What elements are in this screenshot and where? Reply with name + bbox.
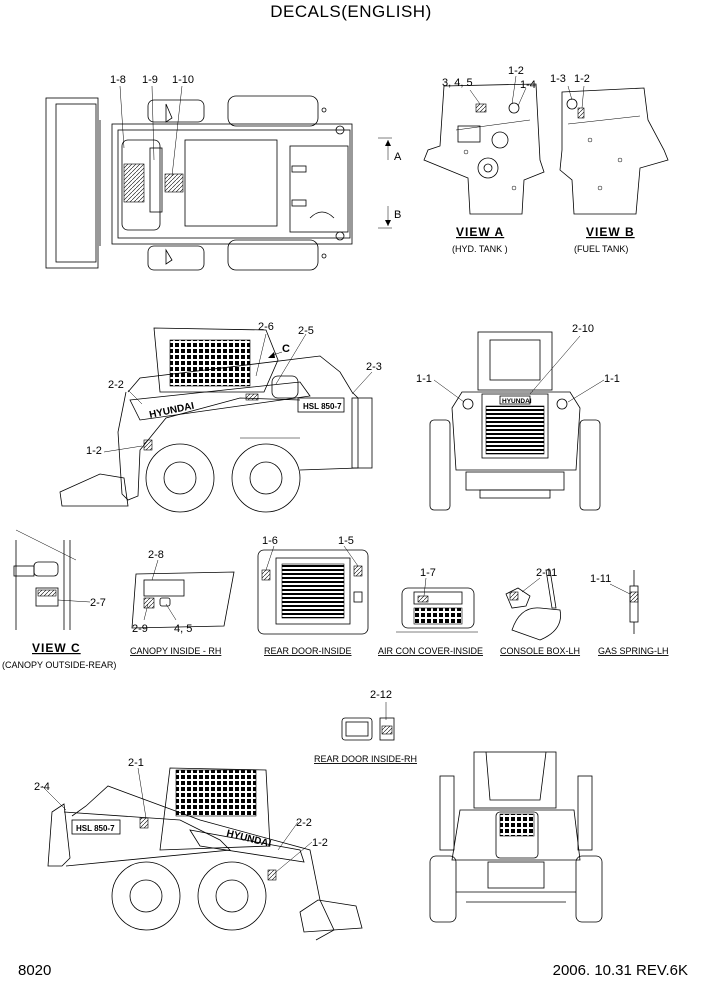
top-view: 1-8 1-9 1-10 A B: [45, 74, 402, 271]
label-2-2-lh: 2-2: [296, 817, 312, 829]
view-c-caption: (CANOPY OUTSIDE-REAR): [2, 660, 116, 670]
label-1-10: 1-10: [172, 74, 194, 86]
label-1-8: 1-8: [110, 74, 126, 86]
view-a-caption: (HYD. TANK ): [452, 244, 508, 254]
side-view-rh: HYUNDAI HSL 850-7 2-6 2-5 2-3 2-2 1-2 C: [59, 321, 382, 513]
label-1-2-lh: 1-2: [312, 837, 328, 849]
label-1-6: 1-6: [262, 535, 278, 547]
model-badge-lh: HSL 850-7: [76, 824, 115, 833]
view-c: 2-7 VIEW C (CANOPY OUTSIDE-REAR): [2, 529, 116, 670]
label-1-7: 1-7: [420, 567, 436, 579]
rear-door-inside-caption: REAR DOOR-INSIDE: [264, 646, 352, 656]
console-box-lh: 2-11 CONSOLE BOX-LH: [500, 567, 580, 656]
gas-spring-lh: 1-11 GAS SPRING-LH: [590, 570, 669, 656]
canopy-inside-caption: CANOPY INSIDE - RH: [130, 646, 221, 656]
label-3-4-5: 3, 4, 5: [442, 77, 473, 89]
brand-hyundai-rear: HYUNDAI: [502, 398, 532, 405]
console-box-caption: CONSOLE BOX-LH: [500, 646, 580, 656]
label-1-9: 1-9: [142, 74, 158, 86]
label-2-11: 2-11: [536, 567, 557, 579]
label-1-4: 1-4: [520, 79, 536, 91]
label-2-7: 2-7: [90, 597, 106, 609]
rear-door-inside: 1-6 1-5 REAR DOOR-INSIDE: [257, 535, 369, 656]
front-view: [429, 751, 603, 923]
view-mark-c: C: [282, 343, 290, 355]
rear-door-inside-rh: 2-12 REAR DOOR INSIDE-RH: [314, 689, 417, 764]
label-1-11: 1-11: [590, 573, 611, 585]
model-badge-rh: HSL 850-7: [303, 402, 342, 411]
side-view-lh: HYUNDAI HSL 850-7 2-1 2-4 2-2 1-2: [34, 757, 363, 941]
view-b-title: VIEW B: [586, 225, 635, 239]
aircon-cover-inside: 1-7 AIR CON COVER-INSIDE: [378, 567, 483, 656]
aircon-cover-caption: AIR CON COVER-INSIDE: [378, 646, 483, 656]
label-2-8: 2-8: [148, 549, 164, 561]
label-1-1-left: 1-1: [416, 373, 432, 385]
label-2-2-rh: 2-2: [108, 379, 124, 391]
label-2-4: 2-4: [34, 781, 50, 793]
label-2-1: 2-1: [128, 757, 144, 769]
date-revision: 2006. 10.31 REV.6K: [552, 962, 688, 979]
view-a: 3, 4, 5 1-2 1-4 VIEW A (HYD. TANK ): [423, 65, 545, 254]
label-2-9: 2-9: [132, 623, 148, 635]
brand-hyundai-rh: HYUNDAI: [148, 401, 195, 421]
label-1-2-b: 1-2: [574, 73, 590, 85]
page-number: 8020: [18, 962, 52, 979]
view-c-title: VIEW C: [32, 641, 81, 655]
label-1-3: 1-3: [550, 73, 566, 85]
label-2-3: 2-3: [366, 361, 382, 373]
view-a-title: VIEW A: [456, 225, 504, 239]
rear-view: HYUNDAI 2-10 1-1 1-1: [416, 323, 620, 511]
label-1-5: 1-5: [338, 535, 354, 547]
view-b-caption: (FUEL TANK): [574, 244, 628, 254]
label-2-10: 2-10: [572, 323, 594, 335]
label-2-12: 2-12: [370, 689, 392, 701]
view-b: 1-3 1-2 VIEW B (FUEL TANK): [550, 73, 669, 254]
label-1-1-right: 1-1: [604, 373, 620, 385]
label-1-2-rh: 1-2: [86, 445, 102, 457]
view-mark-a: A: [394, 151, 402, 163]
label-2-6: 2-6: [258, 321, 274, 333]
view-mark-b: B: [394, 209, 401, 221]
label-2-5: 2-5: [298, 325, 314, 337]
page-title: DECALS(ENGLISH): [270, 2, 432, 21]
label-4-5: 4, 5: [174, 623, 192, 635]
gas-spring-caption: GAS SPRING-LH: [598, 646, 669, 656]
label-1-2-a: 1-2: [508, 65, 524, 77]
canopy-inside-rh: 2-8 2-9 4, 5 CANOPY INSIDE - RH: [130, 549, 235, 656]
rear-door-rh-caption: REAR DOOR INSIDE-RH: [314, 754, 417, 764]
